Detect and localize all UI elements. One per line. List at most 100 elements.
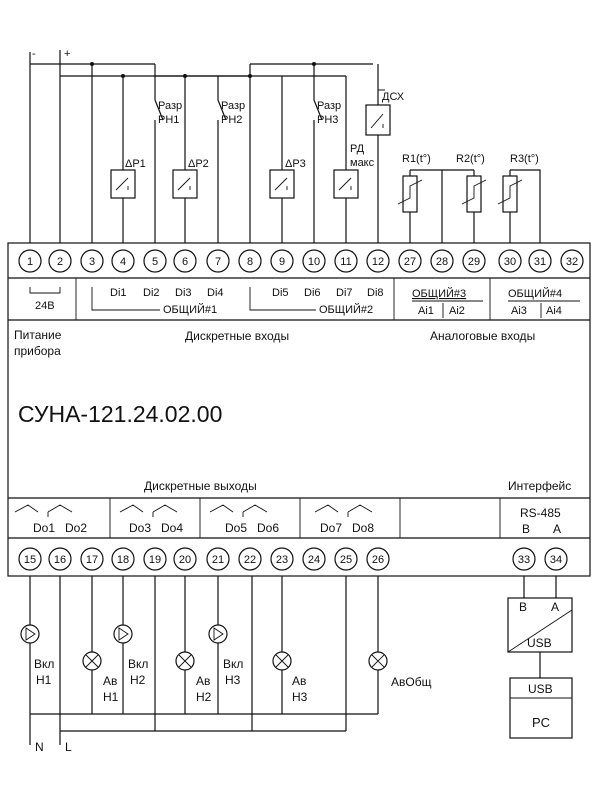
av1-label: Ав bbox=[103, 674, 117, 688]
conv-usb-label: USB bbox=[527, 636, 552, 650]
di1-label: Di1 bbox=[110, 287, 127, 299]
terminal-number: 8 bbox=[247, 256, 253, 268]
power-label-2: прибора bbox=[14, 344, 61, 358]
terminal-number: 29 bbox=[468, 256, 480, 268]
terminal-number: 24 bbox=[308, 554, 320, 566]
power-label-1: Питание bbox=[14, 328, 62, 342]
di8-label: Di8 bbox=[367, 287, 384, 299]
pc-usb-label: USB bbox=[528, 682, 553, 696]
h3-vkl-label: Н3 bbox=[225, 673, 241, 687]
terminal-number: 2 bbox=[57, 256, 63, 268]
lamp-2-icon bbox=[175, 651, 195, 671]
common2-label: ОБЩИЙ#2 bbox=[319, 303, 373, 316]
terminal-number: 21 bbox=[212, 554, 224, 566]
terminal-circle bbox=[544, 547, 568, 571]
conv-b-label: B bbox=[519, 600, 527, 614]
discrete-inputs-label: Дискретные входы bbox=[185, 329, 289, 343]
rn1-label: РН1 bbox=[158, 114, 179, 126]
24v-bracket bbox=[29, 287, 61, 294]
terminal-number: 31 bbox=[534, 256, 546, 268]
razr2-label: Разр bbox=[221, 100, 245, 112]
terminal-circle bbox=[238, 547, 262, 571]
terminal-circle bbox=[18, 249, 42, 273]
vkl2-label: Вкл bbox=[128, 657, 148, 671]
terminal-circle bbox=[173, 249, 197, 273]
pressure-switch-p2 bbox=[172, 169, 198, 199]
do4-label: Do4 bbox=[161, 521, 183, 535]
r3-label: R3(t°) bbox=[510, 153, 539, 165]
thermistor-r1 bbox=[397, 169, 443, 250]
terminal-number: 3 bbox=[89, 256, 95, 268]
h1-av-label: Н1 bbox=[103, 690, 119, 704]
dsh-wire bbox=[377, 89, 385, 105]
lamp-1-icon bbox=[82, 651, 102, 671]
rn2-label: РН2 bbox=[221, 114, 242, 126]
thermistor-r3 bbox=[497, 169, 541, 250]
output-wiring bbox=[29, 576, 379, 745]
do2-label: Do2 bbox=[65, 521, 87, 535]
discrete-outputs-label: Дискретные выходы bbox=[144, 479, 257, 493]
di3-label: Di3 bbox=[175, 287, 192, 299]
avobsh-label: АвОбщ bbox=[391, 675, 432, 689]
rs485-label: RS-485 bbox=[520, 506, 561, 520]
terminal-number: 1 bbox=[27, 256, 33, 268]
terminal-circle bbox=[430, 249, 454, 273]
terminal-circle bbox=[270, 249, 294, 273]
input-wiring-group1 bbox=[122, 63, 373, 250]
terminal-number: 32 bbox=[566, 256, 578, 268]
di6-label: Di6 bbox=[304, 287, 321, 299]
terminal-circle bbox=[111, 547, 135, 571]
terminal-number: 9 bbox=[279, 256, 285, 268]
r1-label: R1(t°) bbox=[402, 153, 431, 165]
r2-label: R2(t°) bbox=[456, 153, 485, 165]
terminal-circle bbox=[512, 547, 536, 571]
terminal-circle bbox=[18, 547, 42, 571]
terminal-number: 4 bbox=[120, 256, 126, 268]
do6-label: Do6 bbox=[257, 521, 279, 535]
terminal-number: 7 bbox=[215, 256, 221, 268]
av3-label: Ав bbox=[292, 674, 306, 688]
h2-av-label: Н2 bbox=[196, 690, 212, 704]
analog-inputs-label: Аналоговые входы bbox=[430, 329, 535, 343]
p1-label: ΔР1 bbox=[125, 158, 146, 170]
terminal-number: 15 bbox=[24, 554, 36, 566]
terminal-number: 10 bbox=[308, 256, 320, 268]
terminal-circle bbox=[334, 249, 358, 273]
common3-label: ОБЩИЙ#3 bbox=[412, 287, 466, 300]
pressure-switch-rd bbox=[333, 169, 359, 199]
terminal-number: 34 bbox=[550, 554, 562, 566]
do1-label: Do1 bbox=[33, 521, 55, 535]
dsh-label: ДСХ bbox=[382, 91, 405, 103]
ai12-divider bbox=[412, 300, 483, 318]
terminal-number: 30 bbox=[504, 256, 516, 268]
terminal-circle bbox=[302, 547, 326, 571]
terminal-number: 25 bbox=[340, 554, 352, 566]
common4-label: ОБЩИЙ#4 bbox=[508, 287, 562, 300]
rd-label: РД bbox=[350, 143, 365, 155]
thermistor-r2 bbox=[442, 169, 487, 250]
di7-label: Di7 bbox=[336, 287, 353, 299]
terminal-circle bbox=[462, 249, 486, 273]
pc-label: PC bbox=[532, 715, 550, 730]
terminal-circle bbox=[143, 249, 167, 273]
di5-label: Di5 bbox=[272, 287, 289, 299]
ai3-label: Ai3 bbox=[511, 305, 527, 317]
do5-label: Do5 bbox=[225, 521, 247, 535]
razr3-label: Разр bbox=[317, 100, 341, 112]
section-dividers-top bbox=[75, 278, 501, 538]
terminal-circle bbox=[560, 249, 584, 273]
plus-label: + bbox=[64, 48, 70, 60]
vkl3-label: Вкл bbox=[223, 657, 243, 671]
top-terminal-strip-border bbox=[8, 277, 590, 539]
do8-label: Do8 bbox=[352, 521, 374, 535]
terminal-number: 27 bbox=[404, 256, 416, 268]
terminal-number: 16 bbox=[54, 554, 66, 566]
av2-label: Ав bbox=[196, 674, 210, 688]
terminal-circle bbox=[238, 249, 262, 273]
l-label: L bbox=[65, 740, 72, 754]
p2-label: ΔР2 bbox=[188, 158, 209, 170]
terminal-circle bbox=[48, 249, 72, 273]
terminal-number: 12 bbox=[372, 256, 384, 268]
